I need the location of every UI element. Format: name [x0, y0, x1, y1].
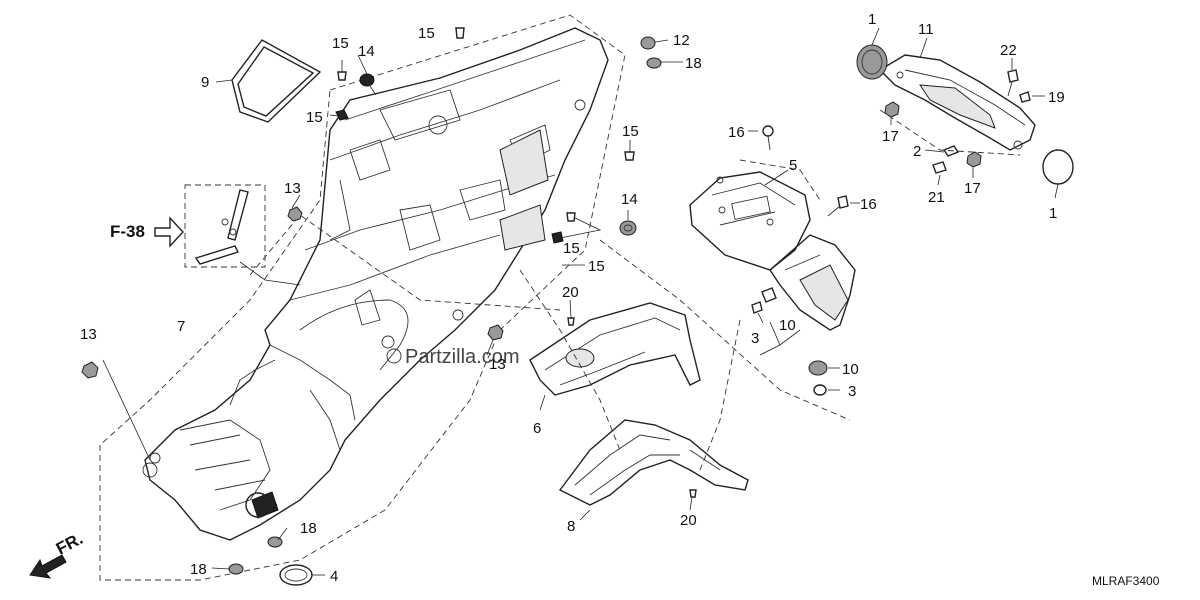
callout-15[interactable]: 15 [563, 240, 580, 257]
part-15-screw-center[interactable] [566, 212, 576, 222]
part-22-bolt[interactable] [1007, 69, 1019, 97]
callout-13[interactable]: 13 [80, 326, 97, 343]
ref-line-1 [599, 239, 851, 421]
part-16-bolt-upper[interactable] [762, 125, 774, 151]
callout-5[interactable]: 5 [789, 157, 797, 174]
part-15-screw-top[interactable] [455, 27, 465, 39]
callout-20[interactable]: 20 [562, 284, 579, 301]
callout-15[interactable]: 15 [332, 35, 349, 52]
part-17-nut-left[interactable] [884, 101, 900, 118]
part-15-screw-upper-left[interactable] [337, 71, 347, 81]
part-3-collar-lower[interactable] [813, 384, 827, 396]
callout-19[interactable]: 19 [1048, 89, 1065, 106]
part-10-collar-upper[interactable] [761, 287, 777, 303]
callout-1[interactable]: 1 [868, 11, 876, 28]
diagram-code: MLRAF3400 [1092, 574, 1160, 588]
part-9-grab-bar[interactable] [215, 39, 322, 123]
front-direction-marker: FR. [29, 529, 86, 579]
callout-15[interactable]: 15 [418, 25, 435, 42]
callout-12[interactable]: 12 [673, 32, 690, 49]
part-1-reflector-left[interactable] [856, 44, 888, 80]
part-18-grommet-lower-b[interactable] [228, 563, 244, 575]
part-20-screw-lower[interactable] [689, 489, 697, 498]
part-20-screw-upper[interactable] [567, 317, 575, 326]
tail-lower-cover[interactable] [769, 234, 856, 331]
ref-line-5 [879, 109, 1021, 156]
part-8-splash-guard[interactable] [558, 419, 749, 506]
ref-line-4 [739, 159, 821, 201]
callout-21[interactable]: 21 [928, 189, 945, 206]
part-16-bolt-right[interactable] [827, 195, 849, 217]
part-13-nut-box[interactable] [287, 206, 303, 222]
part-3-collar-upper[interactable] [751, 301, 763, 314]
watermark-text: Partzilla.com [405, 346, 519, 368]
callout-3[interactable]: 3 [751, 330, 759, 347]
part-6-inner-bracket[interactable] [529, 302, 701, 396]
callout-3[interactable]: 3 [848, 383, 856, 400]
callout-11[interactable]: 11 [918, 21, 934, 38]
part-7-rear-fender[interactable] [142, 27, 609, 541]
part-18-grommet-lower-a[interactable] [267, 536, 283, 548]
leader-lines [102, 27, 1059, 576]
part-14-grommet-lower[interactable] [619, 220, 637, 236]
callout-17[interactable]: 17 [964, 180, 981, 197]
ref-line-2 [699, 319, 741, 471]
part-10-collar-lower[interactable] [808, 360, 828, 376]
part-11-light-housing[interactable] [878, 54, 1036, 151]
callout-15[interactable]: 15 [588, 258, 605, 275]
part-14-grommet-upper[interactable] [359, 73, 377, 96]
callout-2[interactable]: 2 [913, 143, 921, 160]
callout-13[interactable]: 13 [284, 180, 301, 197]
f38-reference-box[interactable] [184, 184, 301, 286]
part-12-grommet[interactable] [640, 36, 656, 50]
f38-reference-arrow[interactable] [154, 216, 184, 248]
callout-14[interactable]: 14 [621, 191, 638, 208]
callout-9[interactable]: 9 [201, 74, 209, 91]
part-1-reflector-right[interactable] [1042, 149, 1074, 185]
callout-10[interactable]: 10 [779, 317, 796, 334]
callout-20[interactable]: 20 [680, 512, 697, 529]
part-17-nut-right[interactable] [966, 151, 982, 168]
callout-16[interactable]: 16 [728, 124, 745, 141]
callouts: 1 1 2 3 3 4 5 6 7 8 9 10 10 11 12 13 13 … [80, 11, 1065, 585]
part-5-license-bracket[interactable] [689, 171, 811, 271]
part-4-cap[interactable] [279, 564, 313, 586]
callout-7[interactable]: 7 [177, 318, 185, 335]
assembly-outline-inner [249, 214, 561, 311]
part-2-spacer[interactable] [942, 145, 960, 157]
part-13-nut-left[interactable] [81, 361, 99, 379]
watermark: Partzilla.com [386, 346, 519, 368]
part-19-clip[interactable] [1019, 91, 1031, 103]
callout-16[interactable]: 16 [860, 196, 877, 213]
front-marker-label: FR. [53, 529, 86, 559]
callout-8[interactable]: 8 [567, 518, 575, 535]
part-18-grommet-upper[interactable] [646, 57, 662, 69]
callout-6[interactable]: 6 [533, 420, 541, 437]
callout-10[interactable]: 10 [842, 361, 859, 378]
callout-1[interactable]: 1 [1049, 205, 1057, 222]
callout-14[interactable]: 14 [358, 43, 375, 60]
part-15-screw-lower[interactable] [551, 231, 564, 244]
callout-4[interactable]: 4 [330, 568, 338, 585]
reference-label[interactable]: F-38 [110, 222, 145, 241]
callout-18[interactable]: 18 [300, 520, 317, 537]
callout-13[interactable]: 13 [489, 356, 506, 373]
callout-17[interactable]: 17 [882, 128, 899, 145]
callout-18[interactable]: 18 [190, 561, 207, 578]
callout-18[interactable]: 18 [685, 55, 702, 72]
callout-15[interactable]: 15 [306, 109, 323, 126]
part-13-nut-center[interactable] [487, 324, 504, 341]
ref-line-3 [519, 269, 621, 451]
callout-15[interactable]: 15 [622, 123, 639, 140]
part-21-spacer[interactable] [932, 161, 947, 174]
assembly-outline [99, 14, 626, 581]
callout-22[interactable]: 22 [1000, 42, 1017, 59]
part-15-screw-right[interactable] [624, 151, 635, 161]
part-15-screw-mid-left[interactable] [335, 109, 349, 121]
